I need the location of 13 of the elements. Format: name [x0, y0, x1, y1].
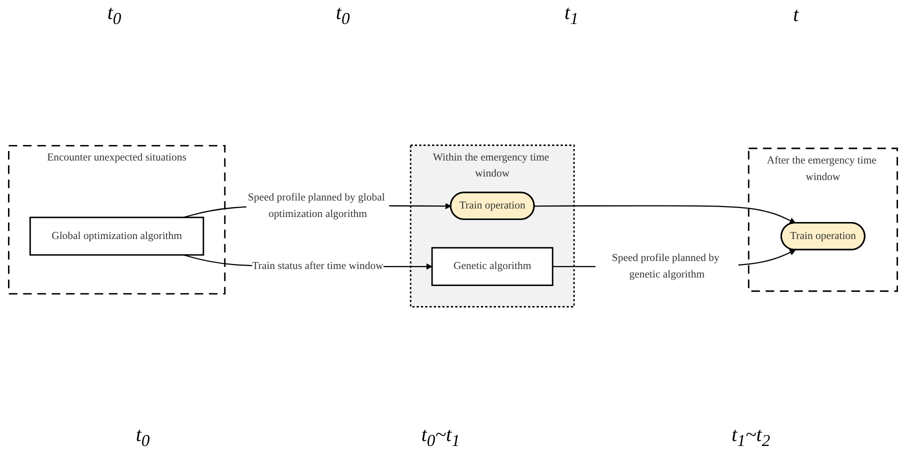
edge-label: Train status after time window: [252, 260, 384, 272]
edge-label: Speed profile planned by genetic algorithm: [612, 252, 720, 280]
time-label: t$_{0}$: [136, 424, 150, 450]
time-label: t$_{1}$: [564, 2, 578, 28]
time-label: t$_{0}$: [107, 2, 122, 28]
edge-label: Speed profile planned by global optimization algorithm: [248, 192, 385, 220]
node-box: Global optimization algorithm: [29, 216, 204, 256]
time-label: t$_{0}$~t$_{1}$: [421, 424, 460, 450]
arrow: [534, 205, 796, 224]
time-label: t: [793, 4, 799, 26]
time-label: t$_{1}$~t$_{2}$: [732, 424, 770, 450]
time-label: t$_{0}$: [336, 2, 350, 28]
node-box: Genetic algorithm: [431, 247, 554, 286]
